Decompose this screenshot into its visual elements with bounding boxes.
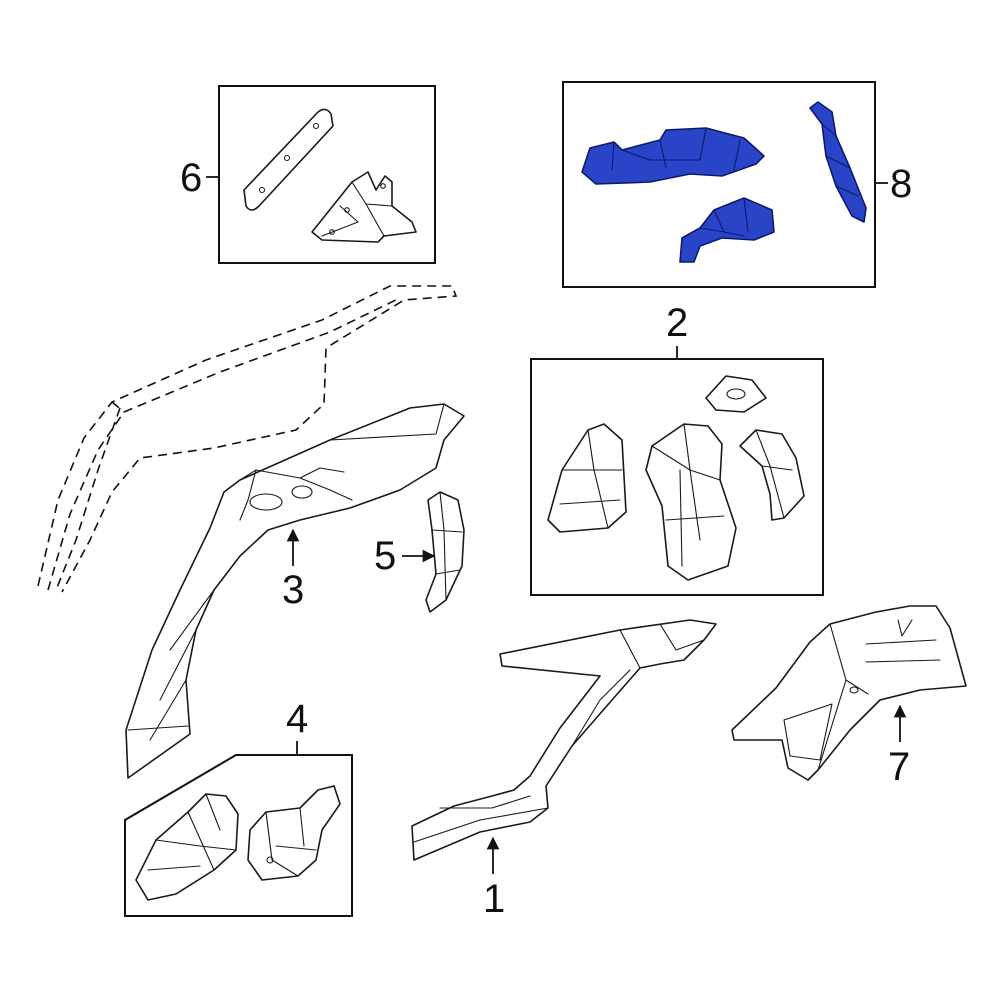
part-8-group — [562, 81, 888, 288]
part-6-box — [218, 85, 436, 264]
part-2-box — [530, 358, 824, 596]
part-4-reinforcement — [135, 793, 239, 901]
part-6-group — [206, 85, 436, 264]
callout-2-label: 2 — [666, 301, 688, 345]
part-1-pillar — [411, 619, 717, 861]
part-2-support-a — [547, 423, 627, 533]
part-8-box — [562, 81, 876, 288]
part-8-extension-short — [679, 197, 775, 263]
quarter-panel-outline — [37, 285, 458, 593]
callout-7-label: 7 — [888, 745, 910, 789]
callout-4-label: 4 — [286, 697, 308, 741]
part-5-bracket — [425, 491, 465, 613]
part-2-support-b — [645, 423, 737, 581]
part-8-extension-long — [581, 127, 765, 185]
part-7-panel — [731, 605, 967, 781]
part-8-pillar-brace — [809, 101, 867, 223]
callout-5-label: 5 — [374, 534, 396, 578]
part-3-wheelhouse — [125, 403, 465, 779]
part-4-group — [124, 741, 353, 917]
part-4-box — [124, 754, 353, 917]
callout-3-label: 3 — [282, 568, 304, 612]
part-4-gusset — [247, 785, 341, 881]
part-2-group — [530, 346, 824, 596]
part-2-support-c — [739, 429, 805, 521]
part-6-bracket-brace — [311, 171, 417, 243]
part-2-nut-bracket — [705, 375, 767, 413]
callout-1-label: 1 — [483, 877, 505, 921]
callout-6-label: 6 — [180, 156, 202, 200]
part-6-bracket-plate — [243, 108, 334, 211]
callout-8-label: 8 — [890, 162, 912, 206]
